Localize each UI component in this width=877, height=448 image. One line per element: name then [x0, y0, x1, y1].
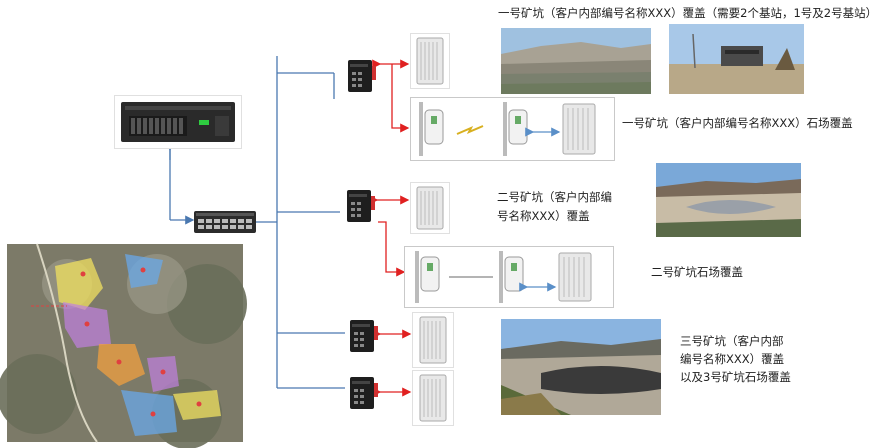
- access-switch-3: [348, 318, 380, 354]
- red-link-1b: [391, 64, 410, 133]
- wireless-bridge-panel-2: [404, 246, 614, 308]
- red-link-2b: [378, 221, 406, 277]
- mine1-photo-b: [669, 24, 804, 94]
- mine2-quarry-label: 二号矿坑石场覆盖: [651, 265, 743, 279]
- access-switch-2: [345, 188, 377, 224]
- coverage-zone-yellow-1: [55, 258, 103, 310]
- wireless-bridge-panel-1: [410, 97, 615, 161]
- satellite-map: [0, 243, 247, 448]
- base-station-2: [410, 182, 450, 234]
- base-station-3: [412, 312, 454, 368]
- access-switch-1: [346, 58, 378, 94]
- mine3-photo: [501, 319, 661, 415]
- core-switch: [194, 209, 256, 235]
- coverage-zone-orange-1: [97, 344, 145, 386]
- mine2-coverage-label-line1: 二号矿坑（客户内部编: [497, 190, 612, 204]
- mine3-label-line3: 以及3号矿坑石场覆盖: [680, 370, 791, 384]
- mine1-quarry-label: 一号矿坑（客户内部编号名称XXX）石场覆盖: [622, 116, 853, 130]
- mine3-label-line1: 三号矿坑（客户内部: [680, 334, 784, 348]
- coverage-zone-blue-2: [121, 390, 177, 436]
- mine1-coverage-label: 一号矿坑（客户内部编号名称XXX）覆盖（需要2个基站，1号及2号基站）: [498, 6, 877, 20]
- mine3-label-line2: 编号名称XXX）覆盖: [680, 352, 785, 366]
- base-station-4: [412, 370, 454, 426]
- access-switch-4: [348, 375, 380, 411]
- mine2-coverage-label-line2: 号名称XXX）覆盖: [497, 209, 590, 223]
- mine1-photo-a: [501, 28, 651, 94]
- server-device: [114, 95, 242, 149]
- base-station-1: [410, 33, 450, 89]
- mine2-photo: [656, 163, 801, 237]
